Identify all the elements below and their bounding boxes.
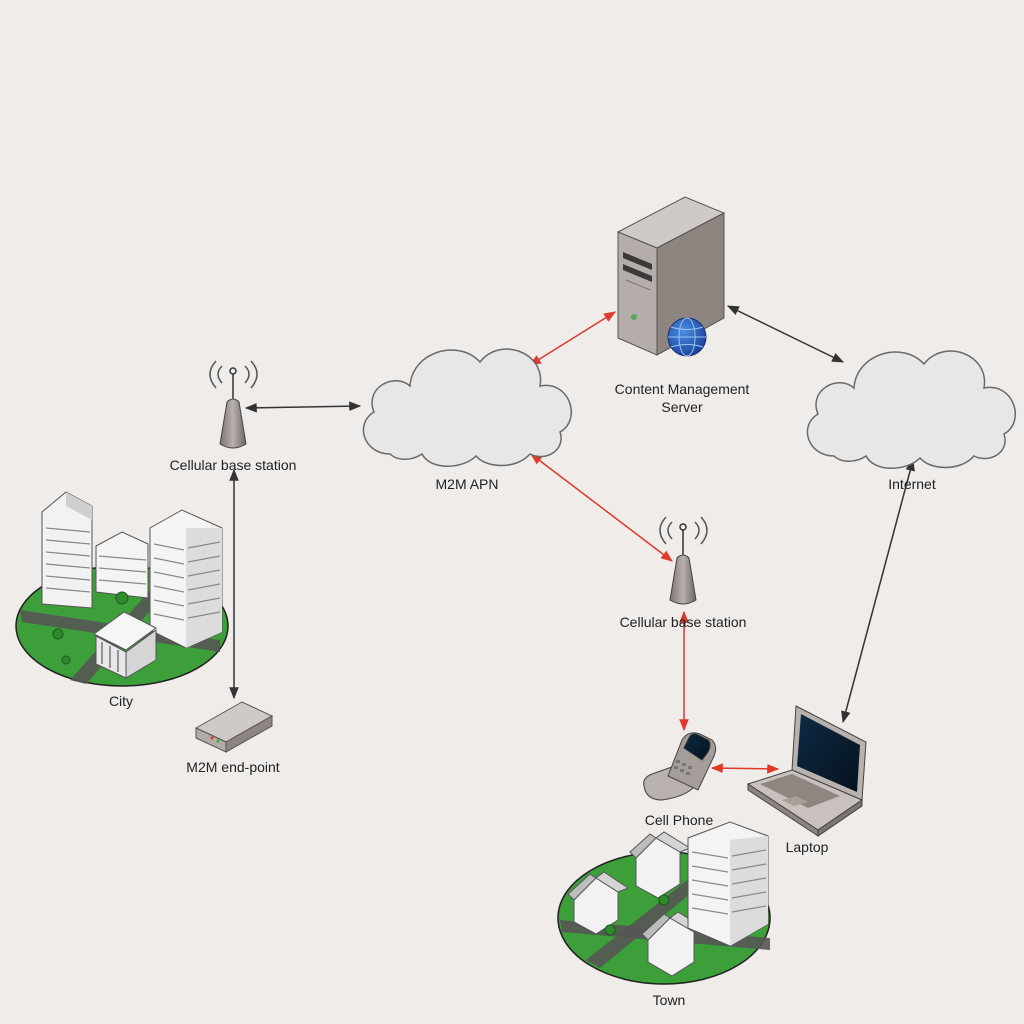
label-base-station-right: Cellular base station bbox=[619, 614, 747, 630]
laptop-icon bbox=[746, 705, 867, 837]
base-station-left-icon bbox=[209, 360, 258, 449]
city-icon bbox=[15, 491, 229, 687]
internet-cloud-icon bbox=[806, 350, 1016, 469]
link-server-to-internet bbox=[726, 305, 845, 363]
m2m-endpoint-icon bbox=[194, 701, 274, 753]
link-apn-to-bs-right bbox=[530, 453, 673, 562]
label-m2m-apn: M2M APN bbox=[435, 476, 499, 492]
label-server: Content Management Server bbox=[614, 381, 750, 415]
link-internet-to-laptop bbox=[841, 458, 915, 724]
link-phone-to-laptop bbox=[710, 763, 780, 774]
links bbox=[229, 305, 915, 774]
label-city: City bbox=[108, 693, 134, 709]
base-station-right-icon bbox=[659, 516, 708, 605]
label-internet: Internet bbox=[888, 476, 936, 492]
cell-phone-icon bbox=[643, 732, 717, 801]
link-bs-left-to-apn bbox=[244, 401, 362, 413]
label-cell-phone: Cell Phone bbox=[644, 812, 714, 828]
link-apn-to-server bbox=[528, 311, 617, 366]
label-m2m-endpoint: M2M end-point bbox=[186, 759, 280, 775]
label-base-station-left: Cellular base station bbox=[169, 457, 297, 473]
label-laptop: Laptop bbox=[785, 839, 829, 855]
label-town: Town bbox=[652, 992, 686, 1008]
server-icon bbox=[616, 196, 726, 357]
town-icon bbox=[557, 821, 771, 985]
m2m-apn-cloud-icon bbox=[362, 348, 572, 467]
